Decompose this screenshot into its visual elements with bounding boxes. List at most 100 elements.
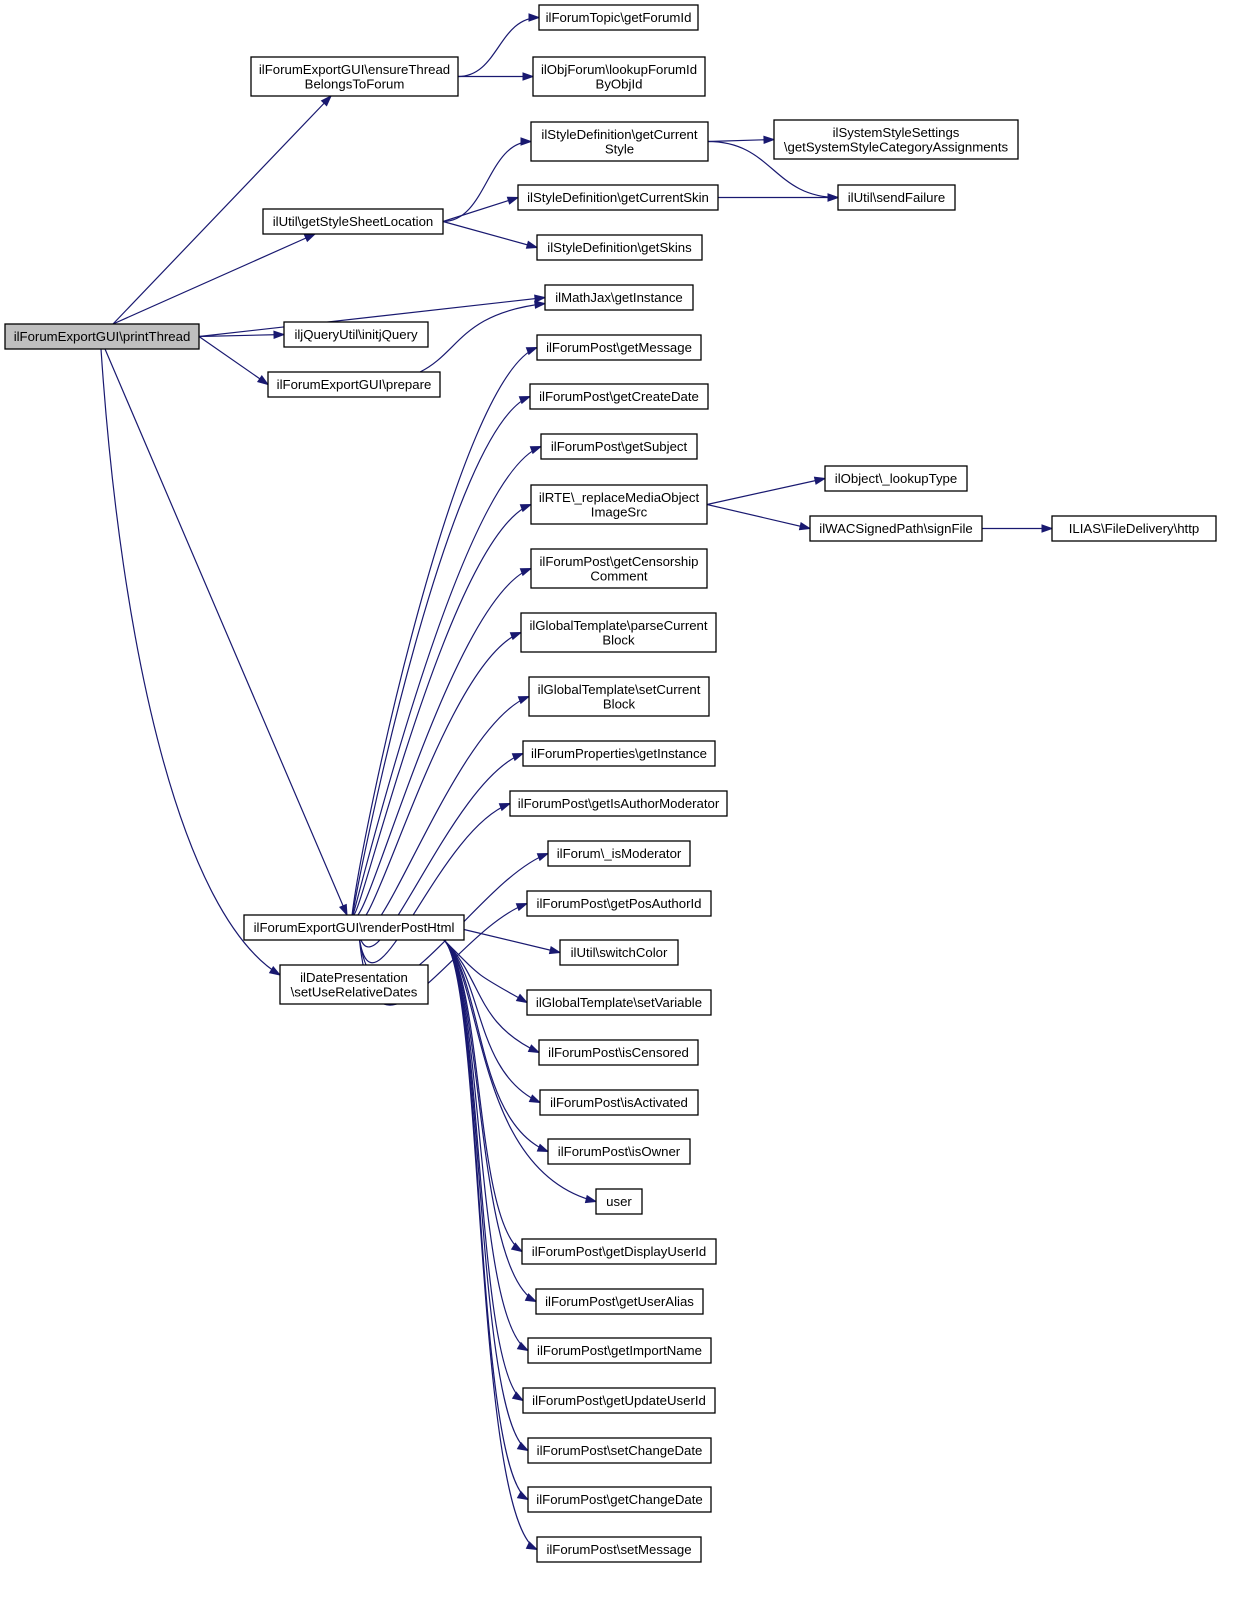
arrowhead — [256, 375, 270, 386]
node-is-activated[interactable]: ilForumPost\isActivated — [539, 1089, 699, 1116]
node-get-is-author-moderator[interactable]: ilForumPost\getIsAuthorModerator — [509, 790, 728, 817]
node-sign-file[interactable]: ilWACSignedPath\signFile — [809, 515, 983, 542]
edge-print-thread-to-math-jax-get-instance — [198, 294, 547, 338]
node-label: ilForumPost\getSubject — [551, 439, 688, 454]
edge-render-post-html-to-get-create-date — [351, 395, 532, 916]
node-set-use-relative-dates[interactable]: ilDatePresentation\setUseRelativeDates — [279, 964, 429, 1005]
node-box — [509, 790, 728, 817]
arrowhead — [525, 240, 539, 249]
node-box — [809, 515, 983, 542]
edge-render-post-html-to-switch-color — [463, 928, 562, 955]
node-get-style-sheet-location[interactable]: ilUtil\getStyleSheetLocation — [262, 208, 444, 235]
node-ensure-thread[interactable]: ilForumExportGUI\ensureThreadBelongsToFo… — [250, 56, 459, 97]
edge-line — [443, 939, 538, 1551]
node-set-change-date[interactable]: ilForumPost\setChangeDate — [527, 1437, 712, 1464]
node-get-pos-author-id[interactable]: ilForumPost\getPosAuthorId — [526, 890, 712, 917]
node-send-failure[interactable]: ilUtil\sendFailure — [837, 184, 956, 211]
node-get-change-date[interactable]: ilForumPost\getChangeDate — [527, 1486, 712, 1513]
edge-render-post-html-to-set-variable — [443, 939, 529, 1004]
arrowhead — [515, 993, 529, 1004]
node-set-variable[interactable]: ilGlobalTemplate\setVariable — [526, 989, 712, 1016]
node-label: ilForumPost\isCensored — [548, 1045, 689, 1060]
edge-line — [354, 695, 530, 934]
node-label: ilForumExportGUI\ensureThread — [259, 62, 450, 77]
edge-line — [419, 302, 546, 373]
node-math-jax-get-instance[interactable]: ilMathJax\getInstance — [544, 284, 694, 311]
node-box — [527, 1337, 712, 1364]
node-get-update-user-id[interactable]: ilForumPost\getUpdateUserId — [522, 1387, 716, 1414]
edge-get-style-sheet-location-to-get-skins — [442, 220, 539, 249]
edge-prepare-to-math-jax-get-instance — [419, 300, 547, 373]
arrowhead — [528, 1094, 542, 1104]
arrowhead — [528, 13, 541, 22]
node-get-import-name[interactable]: ilForumPost\getImportName — [527, 1337, 712, 1364]
node-is-moderator[interactable]: ilForum\_isModerator — [547, 840, 691, 867]
node-switch-color[interactable]: ilUtil\switchColor — [559, 939, 679, 966]
node-get-create-date[interactable]: ilForumPost\getCreateDate — [529, 383, 709, 410]
node-box — [544, 284, 694, 311]
node-is-owner[interactable]: ilForumPost\isOwner — [547, 1138, 691, 1165]
node-box — [243, 914, 465, 941]
node-label: ilMathJax\getInstance — [555, 290, 683, 305]
node-label: ilForumPost\getUserAlias — [545, 1294, 694, 1309]
node-label: BelongsToForum — [305, 76, 405, 91]
node-box — [530, 121, 709, 162]
edge-print-thread-to-get-style-sheet-location — [112, 233, 317, 325]
node-print-thread[interactable]: ilForumExportGUI\printThread — [4, 323, 200, 350]
arrowhead — [520, 137, 533, 146]
edge-line — [706, 477, 826, 506]
node-label: ilRTE\_replaceMediaObject — [539, 490, 700, 505]
edge-render-post-html-to-parse-current-block — [354, 631, 523, 923]
arrowhead — [273, 330, 286, 339]
arrowhead — [517, 695, 531, 705]
edge-line — [198, 296, 546, 338]
node-label: ImageSrc — [591, 504, 648, 519]
arrowhead — [519, 567, 533, 577]
node-box — [540, 433, 698, 460]
node-box — [527, 1437, 712, 1464]
node-get-forum-id[interactable]: ilForumTopic\getForumId — [538, 4, 699, 31]
node-label: ilForumPost\isActivated — [550, 1095, 688, 1110]
node-get-system-style[interactable]: ilSystemStyleSettings\getSystemStyleCate… — [773, 119, 1019, 160]
edge-line — [443, 939, 529, 1352]
node-http[interactable]: ILIAS\FileDelivery\http — [1051, 515, 1217, 542]
node-box — [536, 234, 703, 261]
node-get-current-skin[interactable]: ilStyleDefinition\getCurrentSkin — [517, 184, 719, 211]
node-label: ilForumPost\getPosAuthorId — [537, 896, 702, 911]
node-lookup-type[interactable]: ilObject\_lookupType — [824, 465, 968, 492]
node-get-message[interactable]: ilForumPost\getMessage — [536, 334, 702, 361]
node-box — [547, 840, 691, 867]
node-get-skins[interactable]: ilStyleDefinition\getSkins — [536, 234, 703, 261]
node-label: ilForumExportGUI\printThread — [14, 329, 191, 344]
node-set-message[interactable]: ilForumPost\setMessage — [536, 1536, 702, 1563]
node-box — [530, 484, 708, 525]
edge-get-style-sheet-location-to-get-current-skin — [442, 196, 520, 223]
node-box — [824, 465, 968, 492]
node-forum-props-get-instance[interactable]: ilForumProperties\getInstance — [522, 740, 716, 767]
node-render-post-html[interactable]: ilForumExportGUI\renderPostHtml — [243, 914, 465, 941]
node-is-censored[interactable]: ilForumPost\isCensored — [538, 1039, 699, 1066]
node-user[interactable]: user — [595, 1188, 643, 1215]
node-box — [527, 1486, 712, 1513]
edge-line — [442, 196, 519, 223]
node-get-user-alias[interactable]: ilForumPost\getUserAlias — [535, 1288, 704, 1315]
node-box — [535, 1288, 704, 1315]
edge-line — [353, 567, 532, 918]
node-initj-query[interactable]: iljQueryUtil\initjQuery — [283, 321, 429, 348]
arrowhead — [519, 503, 533, 513]
arrowhead — [525, 346, 539, 356]
edge-line — [457, 16, 540, 78]
node-label: ilStyleDefinition\getCurrent — [541, 127, 697, 142]
node-get-display-user-id[interactable]: ilForumPost\getDisplayUserId — [521, 1238, 717, 1265]
node-get-subject[interactable]: ilForumPost\getSubject — [540, 433, 698, 460]
node-prepare[interactable]: ilForumExportGUI\prepare — [267, 371, 441, 398]
node-label: ilForumPost\isOwner — [558, 1144, 681, 1159]
edge-line — [353, 503, 532, 916]
